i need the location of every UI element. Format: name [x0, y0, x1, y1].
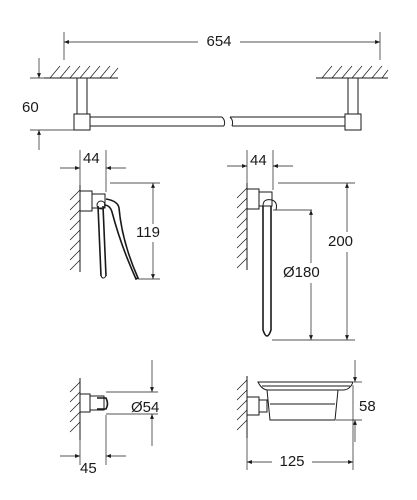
left-post: [76, 77, 88, 115]
wall-rosette: [246, 188, 260, 210]
right-end-cap: [344, 113, 362, 131]
holder-arm: [103, 198, 140, 281]
wall-rosette: [79, 393, 91, 413]
paper-holder-view: 44 119: [60, 150, 172, 281]
soap-dish-holder: [266, 389, 339, 421]
soap-dish-view: 58 125: [236, 360, 376, 470]
paper-holder-projection-label: 44: [83, 150, 100, 167]
robe-hook-view: Ø54 45: [60, 360, 159, 477]
hook-head: [97, 397, 109, 410]
right-post: [347, 77, 359, 115]
soap-dish-width-label: 125: [279, 453, 304, 470]
wall-hatch: [236, 379, 248, 431]
towel-bar-projection-label: 60: [22, 99, 39, 116]
left-end-cap: [73, 113, 91, 131]
towel-ring-projection-label: 44: [250, 152, 267, 169]
towel-bar-view: 654 60: [22, 30, 389, 150]
wall-hatch: [236, 187, 248, 269]
wall-hatch: [69, 189, 81, 271]
soap-dish-height-label: 58: [359, 398, 376, 415]
wall-hatch: [69, 381, 81, 433]
hook-diameter-label: Ø54: [131, 399, 159, 416]
towel-ring-diameter-label: Ø180: [283, 264, 320, 281]
wall-rosette: [79, 190, 93, 212]
towel-bar-width-label: 654: [206, 33, 231, 50]
wall-rosette: [246, 396, 260, 416]
towel-ring-view: 44 200 Ø180: [227, 150, 364, 341]
soap-dish-bowl: [257, 381, 354, 391]
towel-ring-height-label: 200: [328, 233, 353, 250]
towel-bar-rod: [90, 116, 345, 127]
hook-projection-label: 45: [80, 460, 97, 477]
towel-ring: [262, 206, 272, 337]
paper-holder-height-label: 119: [136, 224, 160, 241]
wall-hatch-right: [316, 65, 389, 79]
wall-hatch-left: [44, 65, 119, 79]
holder-rod: [97, 205, 102, 277]
